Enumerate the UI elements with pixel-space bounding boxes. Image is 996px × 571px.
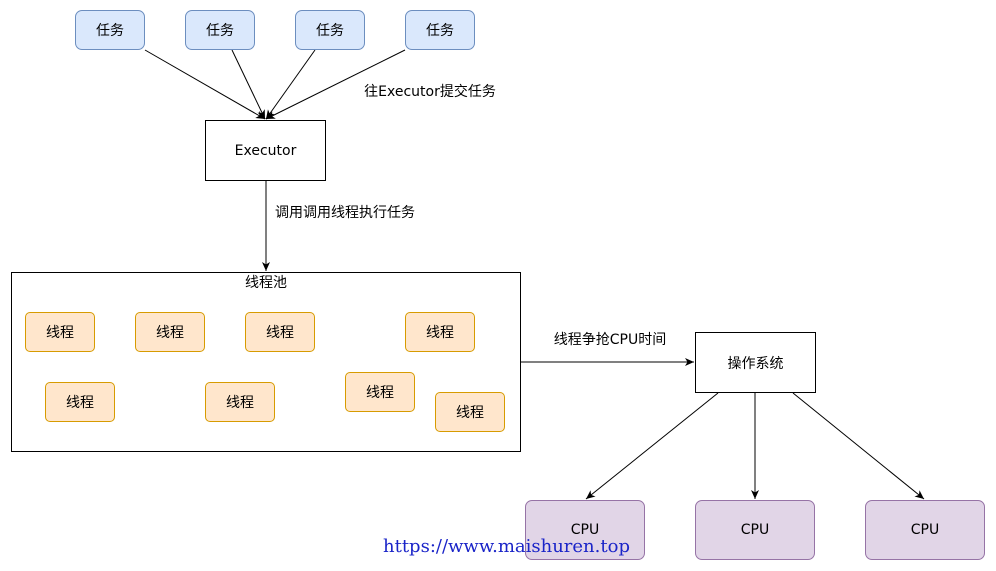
os-node: 操作系统 [695, 332, 816, 393]
invoke-edge-label: 调用调用线程执行任务 [275, 205, 415, 221]
cpu-node-2: CPU [695, 500, 815, 560]
thread-node-3: 线程 [245, 312, 315, 352]
edge-os-cpu3 [792, 392, 925, 500]
watermark-url: https://www.maishuren.top [383, 536, 630, 557]
cpu-node-3: CPU [865, 500, 985, 560]
cpu-node-1: CPU [525, 500, 645, 560]
thread-node-8: 线程 [435, 392, 505, 432]
thread-node-5: 线程 [45, 382, 115, 422]
thread-pool-title: 线程池 [245, 275, 287, 291]
thread-node-2: 线程 [135, 312, 205, 352]
edge-task3-executor [265, 49, 316, 120]
task-node-3: 任务 [295, 10, 365, 50]
edge-os-cpu1 [585, 392, 719, 500]
compete-edge-label: 线程争抢CPU时间 [553, 332, 667, 348]
submit-edge-label: 往Executor提交任务 [364, 84, 496, 100]
edge-task2-executor [231, 49, 266, 120]
edge-task1-executor [144, 49, 266, 120]
thread-node-1: 线程 [25, 312, 95, 352]
thread-node-7: 线程 [345, 372, 415, 412]
task-node-4: 任务 [405, 10, 475, 50]
task-node-1: 任务 [75, 10, 145, 50]
thread-node-6: 线程 [205, 382, 275, 422]
thread-node-4: 线程 [405, 312, 475, 352]
edge-task4-executor [265, 49, 406, 120]
executor-node: Executor [205, 120, 326, 181]
task-node-2: 任务 [185, 10, 255, 50]
